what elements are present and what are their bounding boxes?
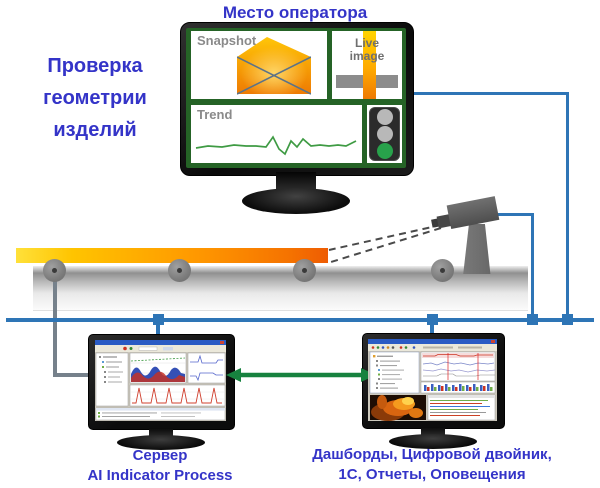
traffic-light-panel (367, 105, 402, 163)
camera-sensor-icon (427, 192, 504, 239)
left-caption-line1: Проверка (47, 55, 143, 77)
live-image-label: Live image (349, 36, 385, 63)
server-monitor-screen (95, 340, 226, 421)
dashboard-trend-panel (420, 351, 496, 382)
cable-monitor-vertical (566, 92, 569, 320)
traffic-lamp-top (376, 109, 393, 125)
left-caption-line2: геометрии (43, 87, 147, 109)
dashboard-bars-strip (420, 381, 496, 394)
live-image-panel: Live image (332, 31, 402, 99)
bus-stem-dashboard (430, 322, 434, 335)
bus-connector (427, 314, 438, 325)
dashboard-screen-content (368, 339, 497, 421)
conveyor-roller (431, 259, 454, 282)
traffic-light-icon (369, 107, 400, 161)
server-table-panel (95, 407, 226, 421)
traffic-lamp-green (376, 143, 393, 159)
conveyor-roller (293, 259, 316, 282)
dashboard-monitor-base (389, 434, 477, 449)
dashboard-caption: Дашборды, Цифровой двойник, 1С, Отчеты, … (312, 446, 552, 483)
left-caption-line3: изделий (53, 119, 137, 141)
traffic-lamp-middle (376, 126, 393, 142)
bus-connector (562, 314, 573, 325)
trend-panel: Trend (191, 105, 362, 163)
trend-line-chart (195, 135, 357, 156)
dashboard-monitor-neck (421, 427, 445, 437)
server-monitor-base (117, 435, 205, 450)
operator-monitor-base (242, 188, 350, 214)
page-title: Место оператора (222, 3, 368, 22)
hot-strip (16, 248, 328, 263)
bus-connector (153, 314, 164, 325)
trend-label: Trend (197, 107, 233, 122)
server-pulse-chart (129, 384, 226, 407)
server-tree-panel (95, 352, 129, 407)
server-spark-charts (187, 352, 226, 384)
snapshot-label: Snapshot (197, 33, 257, 48)
server-caption: Сервер AI Indicator Process (87, 447, 233, 484)
cable-monitor-horizontal (410, 92, 569, 95)
conveyor-roller (43, 259, 66, 282)
cable-camera-vertical (531, 213, 534, 320)
sync-arrow-icon (226, 368, 376, 382)
cable-sensor-horizontal (53, 373, 89, 377)
network-bus (6, 318, 594, 322)
dashboard-table-panel (427, 394, 496, 421)
live-image-hot-bar (363, 31, 376, 99)
dashboard-furnace-photo (370, 395, 426, 421)
cable-sensor-vertical (53, 270, 57, 377)
snapshot-panel: Snapshot (191, 31, 327, 99)
server-screen-content (95, 340, 226, 421)
snapshot-ingot-icon (237, 37, 311, 95)
server-wave-chart (129, 352, 187, 384)
operator-monitor-screen: Snapshot Live image (186, 28, 406, 168)
server-monitor-neck (149, 428, 173, 438)
dashboard-monitor-screen (368, 339, 497, 421)
conveyor-roller (168, 259, 191, 282)
left-caption: Проверка геометрии изделий (15, 50, 175, 146)
cable-camera-horizontal (490, 213, 534, 216)
dashboard-tree-panel (369, 351, 420, 394)
bus-stem-server (156, 322, 160, 336)
bus-connector (527, 314, 538, 325)
